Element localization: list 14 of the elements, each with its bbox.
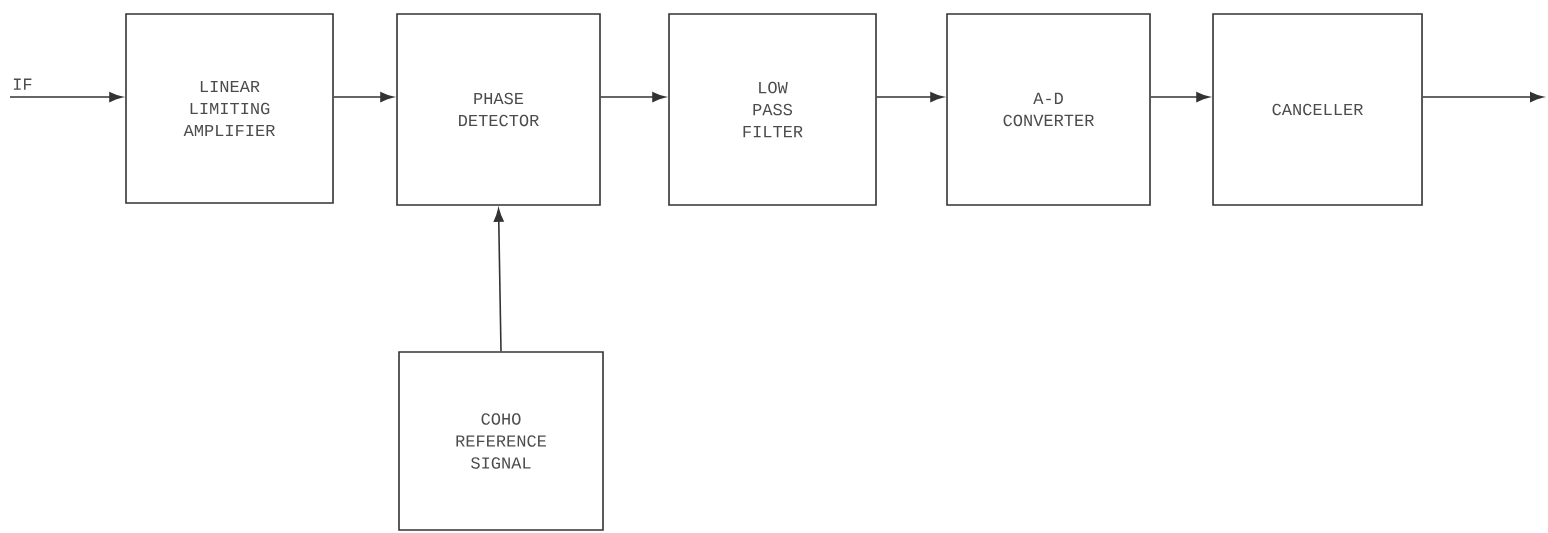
arrow [333,92,394,102]
block-box: A-D CONVERTER [946,13,1151,206]
arrow [1422,92,1544,102]
block-box: CANCELLER [1212,13,1423,206]
block-box: LINEAR LIMITING AMPLIFIER [125,13,334,204]
arrow [9,92,123,102]
arrow [1150,92,1210,102]
arrow [876,92,944,102]
block-box: LOW PASS FILTER [668,13,877,206]
arrow [600,92,666,102]
signal-label: IF [13,78,32,90]
block-box: COHO REFERENCE SIGNAL [398,351,604,531]
arrow [493,208,504,352]
block-box: PHASE DETECTOR [396,13,601,206]
